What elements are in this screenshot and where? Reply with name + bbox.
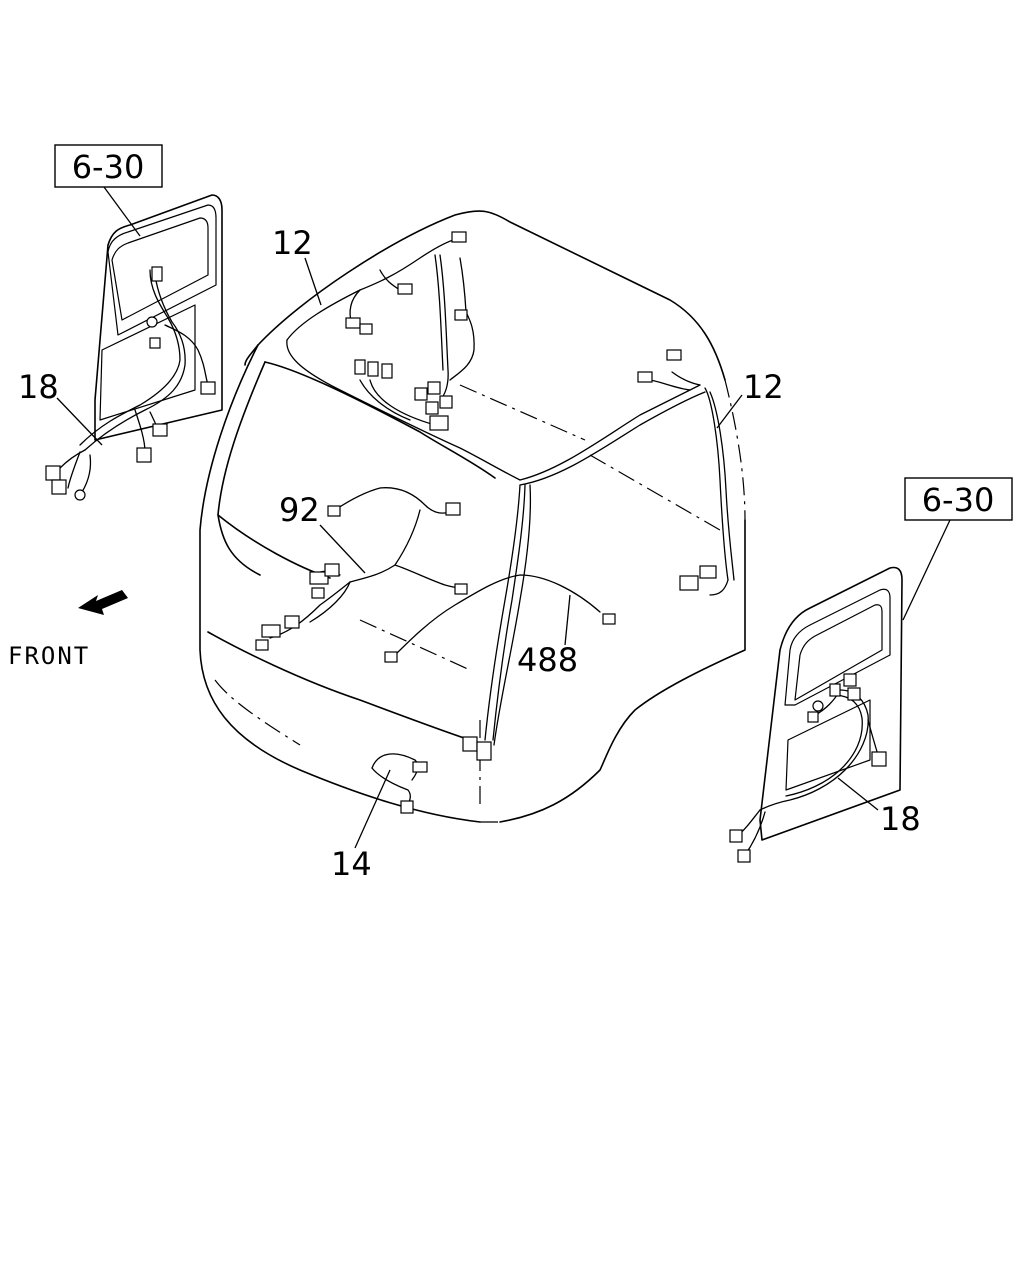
front-direction-label: FRONT <box>8 642 90 670</box>
callout-12-roof-left[interactable]: 12 <box>272 224 313 262</box>
callout-14-small-harness[interactable]: 14 <box>331 845 372 883</box>
callout-488-harness[interactable]: 488 <box>517 641 578 679</box>
leader-12-right <box>716 394 743 429</box>
reference-box-left[interactable]: 6-30 <box>54 144 163 188</box>
right-door <box>729 566 903 863</box>
instrument-harness <box>255 487 616 663</box>
callout-18-right-door[interactable]: 18 <box>880 800 921 838</box>
drop-harness <box>462 484 532 761</box>
leader-ref-left <box>103 186 141 237</box>
leader-14 <box>354 769 391 849</box>
callout-12-roof-right[interactable]: 12 <box>743 368 784 406</box>
callout-18-left-door[interactable]: 18 <box>18 368 59 406</box>
leader-92 <box>319 524 366 574</box>
reference-box-label: 6-30 <box>72 148 145 186</box>
cab-body <box>199 210 746 823</box>
front-arrow-icon <box>78 590 128 615</box>
leader-488 <box>564 594 571 646</box>
leader-ref-right <box>902 519 951 621</box>
leader-12-left <box>304 257 322 306</box>
reference-box-label: 6-30 <box>922 481 995 519</box>
reference-box-right[interactable]: 6-30 <box>904 477 1013 521</box>
callout-92-instrument-harness[interactable]: 92 <box>279 491 320 529</box>
roof-harness <box>286 231 735 596</box>
small-harness <box>371 753 428 814</box>
left-door <box>45 194 223 501</box>
leader-18-right <box>837 777 879 811</box>
leader-18-left <box>56 397 103 446</box>
